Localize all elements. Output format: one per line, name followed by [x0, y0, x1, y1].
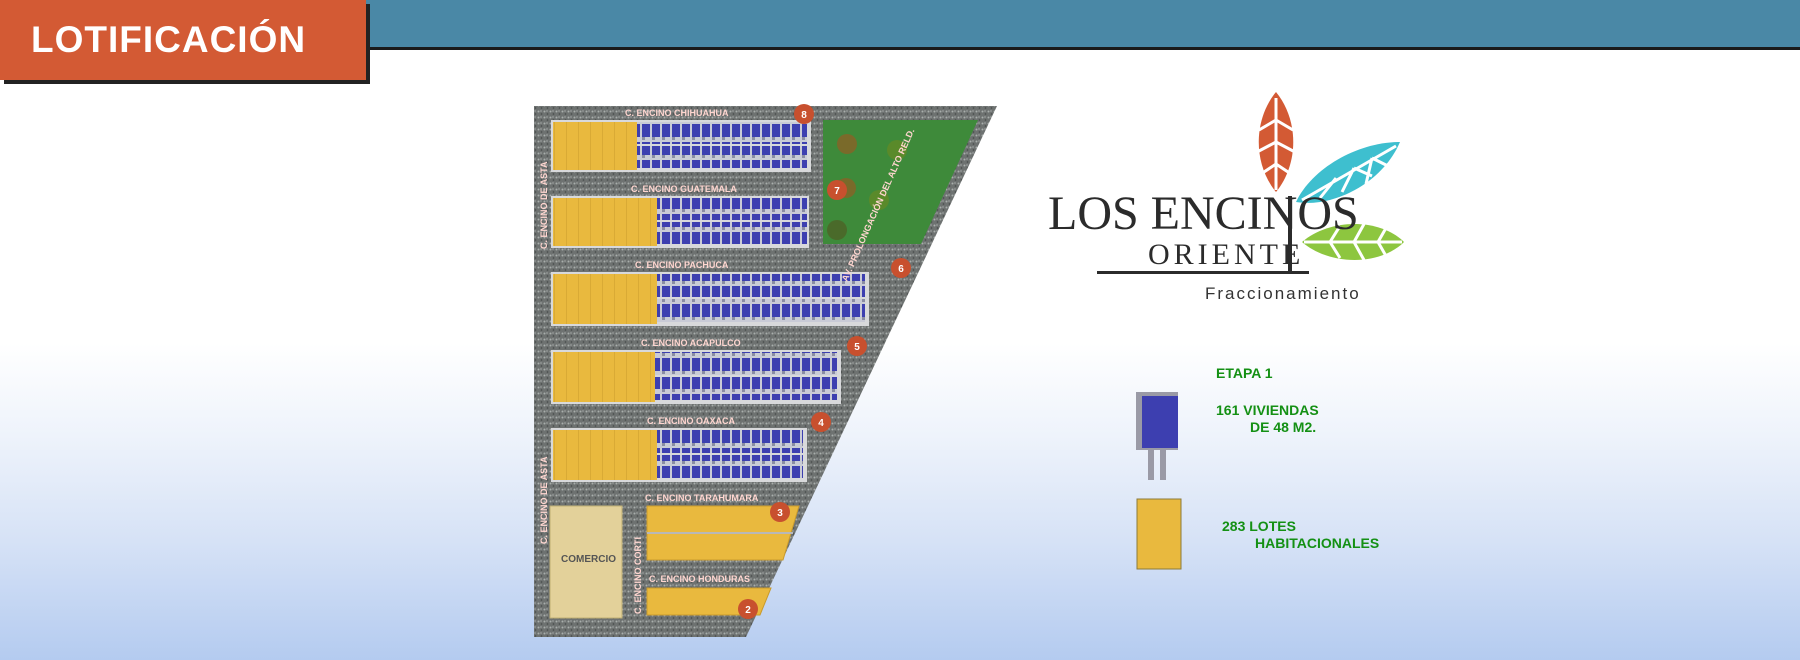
housing-area: [657, 430, 803, 453]
header-divider: [0, 47, 1800, 50]
cyan-leaf-icon: [1296, 142, 1400, 203]
street-label: C. ENCINO GUATEMALA: [631, 184, 737, 194]
tree-icon: [827, 220, 847, 240]
lots-area: [553, 198, 657, 246]
commerce-area: [549, 505, 623, 619]
block-marker: [738, 599, 758, 619]
lots-area: [553, 274, 657, 324]
brand-subname: ORIENTE: [1148, 238, 1305, 271]
housing-area: [637, 146, 807, 168]
block-number: 4: [818, 418, 824, 429]
housing-area: [655, 352, 837, 375]
page-title: LOTIFICACIÓN: [31, 19, 307, 60]
green-leaf-icon: [1302, 223, 1404, 261]
block-marker: [847, 336, 867, 356]
street-label: C. ENCINO CHIHUAHUA: [625, 108, 729, 118]
brand-name: LOS ENCINOS: [1048, 187, 1359, 240]
block-marker: [811, 412, 831, 432]
tree-icon: [837, 134, 857, 154]
legend-lots-line2: HABITACIONALES: [1255, 535, 1380, 551]
housing-area: [657, 198, 807, 220]
housing-area: [657, 455, 803, 478]
block-marker: [794, 104, 814, 124]
housing-area: [637, 122, 807, 144]
lots-area: [553, 122, 637, 170]
block-number: 5: [854, 342, 860, 353]
brand-logo: LOS ENCINOS ORIENTE Fraccionamiento: [1040, 90, 1420, 310]
housing-area: [657, 299, 865, 322]
block-number: 3: [777, 508, 783, 519]
commerce-label: COMERCIO: [561, 554, 616, 565]
street-label: C. ENCINO TARAHUMARA: [645, 493, 759, 503]
street-label: C. ENCINO DE ASTA: [539, 161, 549, 249]
housing-area: [655, 377, 837, 400]
housing-area: [657, 274, 865, 297]
title-banner: LOTIFICACIÓN: [0, 0, 366, 80]
lots-area: [553, 430, 657, 480]
block-number: 6: [898, 264, 904, 275]
block-number: 7: [834, 186, 840, 197]
legend-lots-line1: 283 LOTES: [1222, 518, 1296, 534]
housing-area: [657, 222, 807, 244]
block-marker: [827, 180, 847, 200]
street-label: C. ENCINO ACAPULCO: [641, 338, 741, 348]
legend-housing-line2: DE 48 M2.: [1250, 419, 1317, 435]
block-number: 8: [801, 110, 807, 121]
site-plan-map: C. ENCINO CHIHUAHUA C. ENCINO GUATEMALA …: [531, 104, 997, 638]
street-label: C. ENCINO CORTI: [633, 537, 643, 614]
tree-icon: [869, 190, 889, 210]
brand-divider: [1288, 196, 1292, 274]
brand-tagline: Fraccionamiento: [1205, 284, 1361, 303]
legend-stage: ETAPA 1: [1216, 365, 1273, 381]
street-label: C. ENCINO HONDURAS: [649, 574, 750, 584]
orange-leaf-icon: [1256, 92, 1296, 192]
street-label: C. ENCINO OAXACA: [647, 416, 736, 426]
block-marker: [770, 502, 790, 522]
block-number: 2: [745, 605, 751, 616]
lots-area: [553, 352, 655, 402]
block-marker: [891, 258, 911, 278]
tree-icon: [887, 140, 907, 160]
brand-underline: [1097, 271, 1309, 274]
green-area: [823, 120, 978, 244]
street-label: C. ENCINO DE ASTA: [539, 456, 549, 544]
legend-housing-line1: 161 VIVIENDAS: [1216, 402, 1319, 418]
housing-legend-icon: [1136, 392, 1178, 480]
lots-legend-icon: [1136, 498, 1182, 570]
street-label: C. ENCINO PACHUCA: [635, 260, 729, 270]
